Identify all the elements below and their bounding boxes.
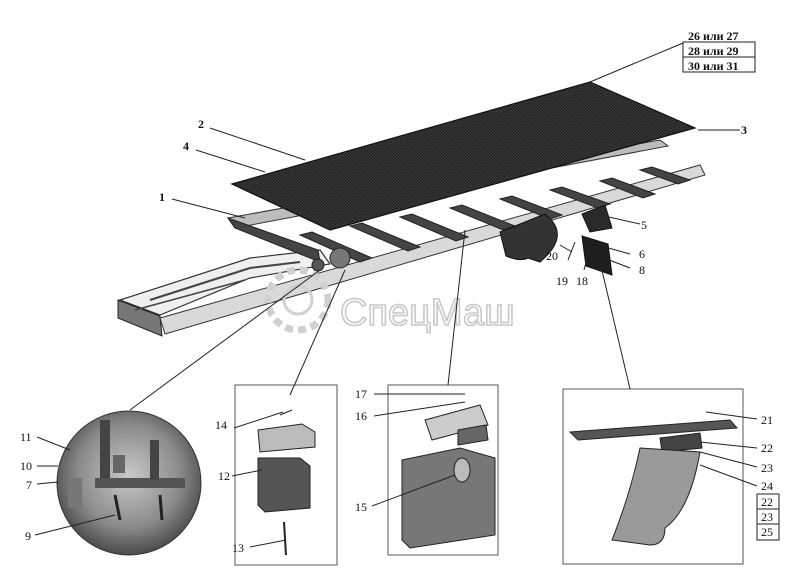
callout-11: 11: [20, 430, 32, 444]
callouts: 2 4 1 3 5 6 8 20 19 18 11 10 7 9 14 12 1…: [20, 117, 780, 555]
callout-22-alt: 22: [761, 495, 773, 509]
detail-box-1: [234, 384, 338, 566]
callout-14: 14: [215, 418, 227, 432]
callout-19: 19: [556, 274, 568, 288]
alt-box-right: [756, 493, 780, 541]
callout-16: 16: [355, 409, 367, 423]
watermark-text: СпецМаш: [340, 292, 515, 334]
callout-6: 6: [639, 247, 645, 261]
callout-9: 9: [25, 529, 31, 543]
leader-lines: [34, 42, 758, 548]
alt-28-29: 28 или 29: [688, 44, 739, 58]
watermark: СпецМаш: [264, 266, 515, 335]
support-bracket-left: [499, 213, 558, 263]
callout-12: 12: [218, 469, 230, 483]
callout-4: 4: [183, 139, 189, 153]
callout-23: 23: [761, 461, 773, 475]
callout-24: 24: [761, 479, 773, 493]
callout-20: 20: [546, 249, 558, 263]
callout-7: 7: [26, 478, 32, 492]
frame-assembly: [117, 81, 706, 337]
floor-panel: [230, 81, 697, 231]
callout-10: 10: [20, 459, 32, 473]
callout-23-alt: 23: [761, 510, 773, 524]
detail-circle: [56, 410, 202, 556]
support-bracket-right: [581, 204, 613, 233]
callout-13: 13: [232, 541, 244, 555]
callout-17: 17: [355, 387, 367, 401]
frame-rail-front: [159, 164, 706, 335]
callout-1: 1: [159, 190, 165, 204]
callout-15: 15: [355, 500, 367, 514]
callout-25: 25: [761, 525, 773, 539]
callout-8: 8: [639, 263, 645, 277]
detail-box-3: [562, 388, 744, 565]
alternatives-box: 26 или 27 28 или 29 30 или 31: [682, 29, 756, 73]
callout-2: 2: [198, 117, 204, 131]
callout-5: 5: [641, 218, 647, 232]
alt-26-27: 26 или 27: [688, 29, 739, 43]
alt-30-31: 30 или 31: [688, 59, 739, 73]
detail-box-2: [387, 384, 499, 556]
support-plate: [581, 235, 613, 276]
drawbar: [118, 249, 332, 316]
callout-18: 18: [576, 274, 588, 288]
callout-22: 22: [761, 441, 773, 455]
callout-3: 3: [741, 123, 747, 137]
callout-21: 21: [761, 413, 773, 427]
